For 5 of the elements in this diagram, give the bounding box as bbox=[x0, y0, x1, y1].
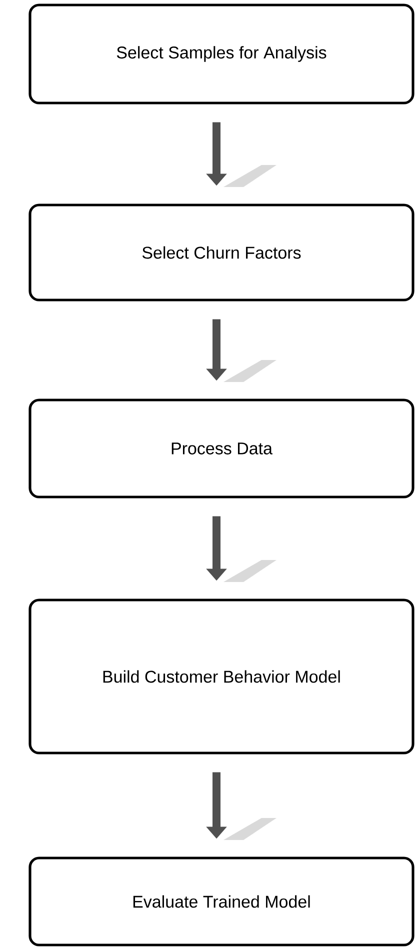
process-box: Process Data bbox=[28, 398, 414, 498]
process-box: Evaluate Trained Model bbox=[28, 856, 414, 946]
process-box: Select Churn Factors bbox=[28, 204, 414, 302]
process-box: Build Customer Behavior Model bbox=[28, 598, 414, 754]
process-box: Select Samples for Analysis bbox=[28, 4, 414, 104]
